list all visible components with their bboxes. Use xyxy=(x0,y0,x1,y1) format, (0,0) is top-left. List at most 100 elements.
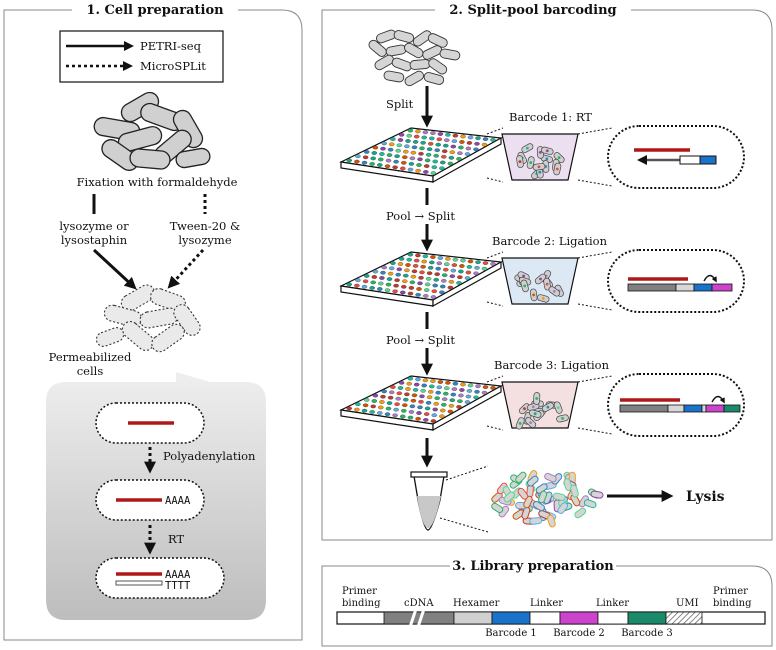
plate-well xyxy=(381,265,387,270)
plate-well xyxy=(426,147,433,152)
plate-well xyxy=(423,288,430,292)
plate-well xyxy=(441,402,447,407)
plate-well xyxy=(407,128,414,133)
plate-well xyxy=(430,295,437,299)
plate-well xyxy=(464,400,471,404)
plate-well xyxy=(448,155,455,160)
plate-well xyxy=(467,383,474,388)
permeabilized-label-line2: cells xyxy=(77,364,104,378)
plate-well xyxy=(410,398,417,403)
plate-well xyxy=(427,141,434,146)
plate-well xyxy=(409,156,416,161)
cell-barcode-dot xyxy=(546,405,550,409)
plate-well xyxy=(473,271,479,276)
plate-well xyxy=(394,278,400,283)
legend-petri-label: PETRI-seq xyxy=(140,39,202,53)
plate-well xyxy=(415,168,421,173)
plate-well xyxy=(401,284,407,289)
plate-well xyxy=(422,378,429,383)
plate-well xyxy=(448,403,455,408)
pool-split-label-2: Pool → Split xyxy=(386,333,455,347)
panel-library-preparation: 3. Library preparation Primer binding cD… xyxy=(321,557,773,647)
plate-well xyxy=(441,397,448,402)
plate-well xyxy=(355,278,361,283)
plate-well xyxy=(415,377,421,382)
plate-well xyxy=(432,407,438,412)
plate-well xyxy=(385,158,392,163)
plate-well xyxy=(407,291,414,296)
plate-well xyxy=(433,153,439,158)
plate-well xyxy=(423,170,429,174)
plate-well xyxy=(412,140,419,144)
cdna-label: cDNA xyxy=(404,598,434,609)
plate-well xyxy=(371,399,378,403)
cell-barcode-dot xyxy=(539,277,542,281)
plate-well xyxy=(423,164,430,168)
linker1-label: Linker xyxy=(530,598,563,609)
plate-well xyxy=(434,148,440,153)
plate-well xyxy=(466,141,473,145)
barcode1-seg-label: Barcode 1 xyxy=(485,628,537,639)
plate-well xyxy=(467,259,474,264)
plate-well xyxy=(441,149,448,154)
plate-well xyxy=(402,403,408,408)
linker1-segment xyxy=(529,611,561,625)
plate-well xyxy=(436,137,443,142)
plate-well xyxy=(441,154,447,159)
plate-well xyxy=(377,411,383,415)
plate-well xyxy=(424,406,431,411)
pooled-cell xyxy=(544,472,557,483)
cell-barcode-dot xyxy=(518,422,522,425)
plate-well xyxy=(465,270,472,275)
cell-barcode-dot xyxy=(523,407,526,411)
barcode2-seg-label: Barcode 2 xyxy=(553,628,605,639)
plate-well xyxy=(443,391,449,396)
barcode3-seg-label: Barcode 3 xyxy=(621,628,673,639)
plate-well xyxy=(481,142,488,147)
tween-label-line1: Tween-20 & xyxy=(170,219,241,233)
panel-split-pool-barcoding: 2. Split-pool barcoding Split xyxy=(321,1,773,541)
plate-well xyxy=(433,277,439,282)
plate-well xyxy=(380,270,386,275)
plate-well xyxy=(415,129,421,134)
plate-well xyxy=(379,400,385,404)
plate-well xyxy=(490,262,496,266)
rt-polya-text: AAAA xyxy=(165,569,191,581)
plate-well xyxy=(437,256,444,260)
cell-zoom-2 xyxy=(607,249,745,313)
plate-well xyxy=(408,162,415,166)
plate-well xyxy=(449,274,456,279)
cell-barcode-dot xyxy=(541,297,545,300)
linker2-segment xyxy=(597,611,629,625)
plate-well xyxy=(427,265,434,270)
plate-well xyxy=(420,264,426,269)
plate-well xyxy=(361,408,368,413)
pooled-cell xyxy=(574,507,587,519)
plate-well xyxy=(413,258,420,263)
pooled-cell xyxy=(503,491,515,503)
lysozyme-arrow xyxy=(92,248,137,290)
plate-well xyxy=(402,279,408,284)
fixed-cells-cluster xyxy=(93,91,211,171)
plate-well xyxy=(372,393,379,398)
cell-barcode-dot xyxy=(539,151,542,154)
plate-well xyxy=(397,386,404,390)
plate-well xyxy=(377,163,383,167)
plate-well xyxy=(388,142,395,147)
plate-well xyxy=(402,155,408,160)
hexamer-label: Hexamer xyxy=(453,598,500,609)
plate-well xyxy=(444,138,450,143)
plate-well xyxy=(346,282,352,287)
plate-well xyxy=(452,257,459,262)
plate-well xyxy=(419,146,425,151)
barcode-round-2: Barcode 2: Ligation xyxy=(340,234,745,313)
plate-well xyxy=(417,157,423,162)
plate-well xyxy=(387,271,394,276)
plate-well xyxy=(422,254,429,259)
plate-well xyxy=(415,253,421,258)
plate-well xyxy=(427,389,434,394)
plate-well xyxy=(421,135,427,140)
plate-well xyxy=(371,275,378,279)
plate-well xyxy=(370,280,376,285)
